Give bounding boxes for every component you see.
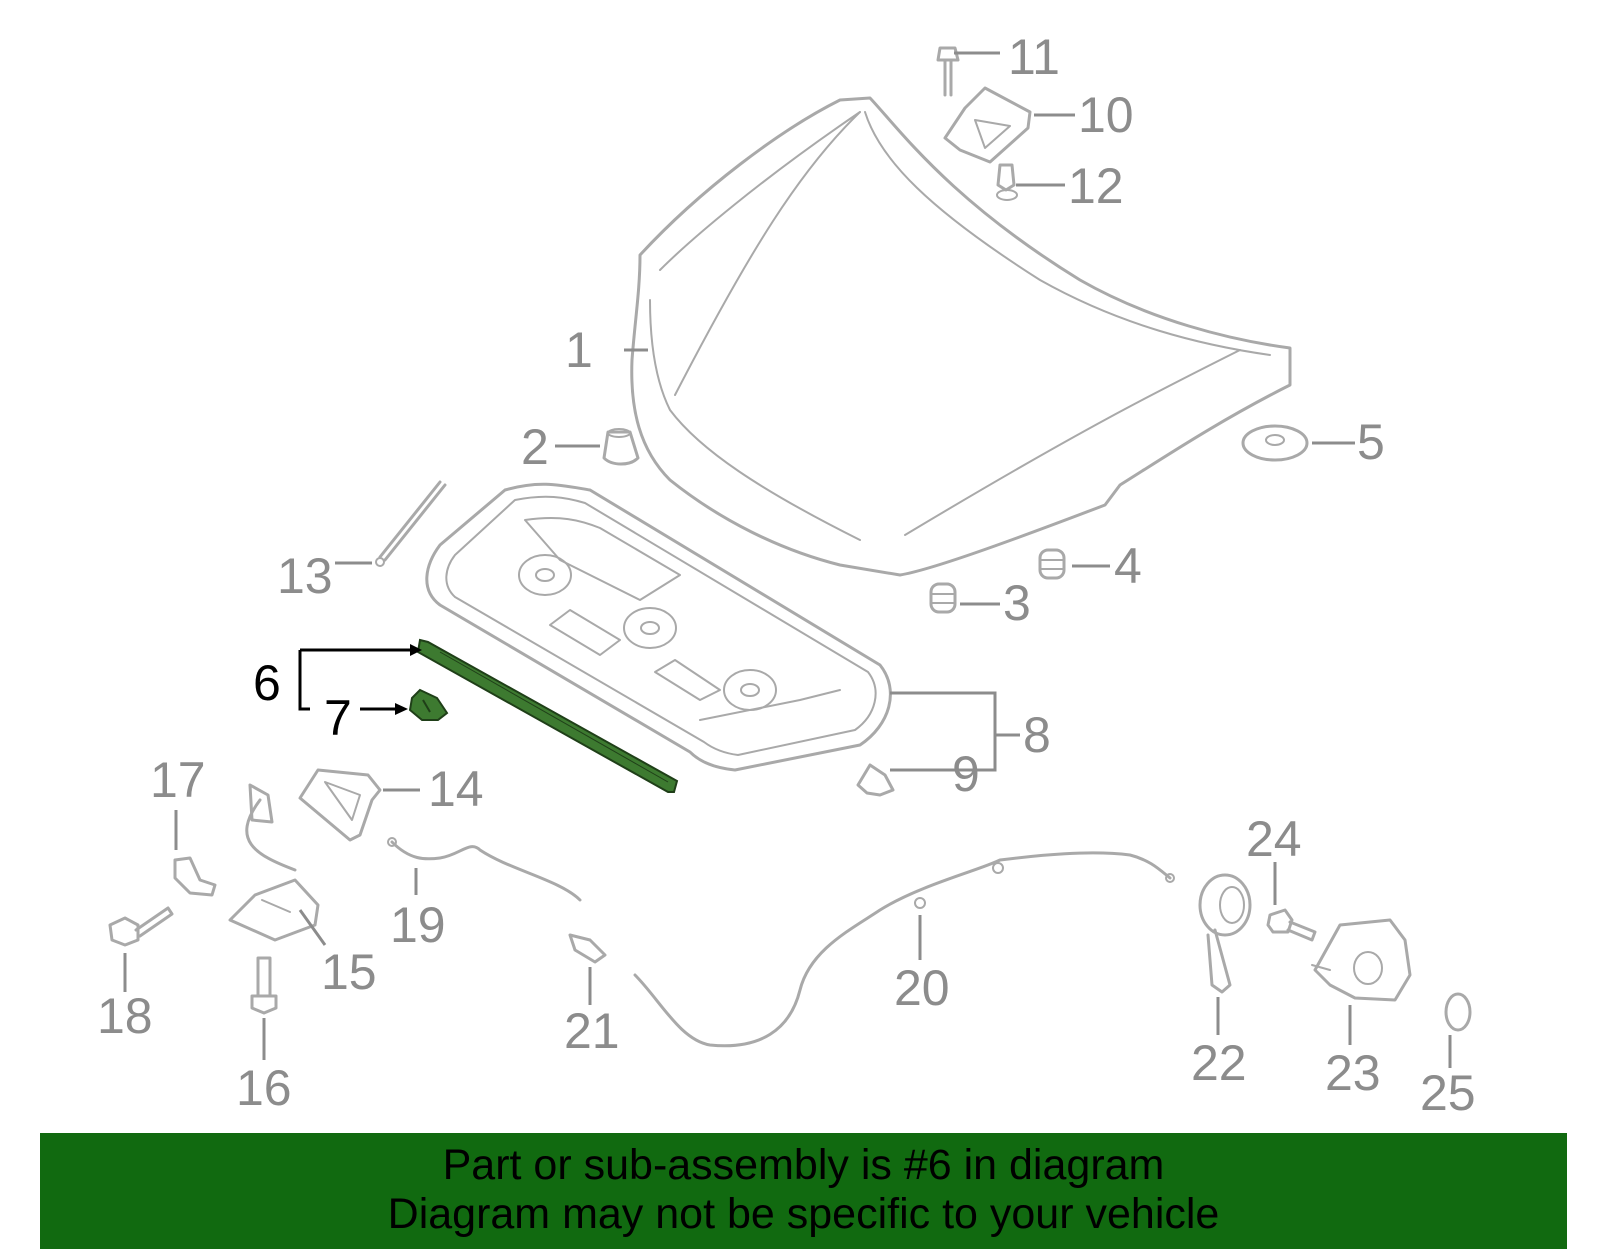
- callout-19[interactable]: 19: [390, 897, 446, 953]
- cushion-part-4[interactable]: [1038, 548, 1066, 580]
- callout-6[interactable]: 6: [253, 655, 281, 711]
- clip-part-9[interactable]: [856, 763, 895, 797]
- oring-part-25[interactable]: [1444, 992, 1472, 1032]
- insulator-part-8[interactable]: [425, 482, 892, 772]
- callout-5[interactable]: 5: [1357, 414, 1385, 470]
- latch-part-23[interactable]: [1311, 918, 1412, 1002]
- callout-4[interactable]: 4: [1114, 538, 1142, 594]
- callout-11[interactable]: 11: [1008, 29, 1060, 85]
- banner-line-1: Part or sub-assembly is #6 in diagram: [442, 1141, 1165, 1189]
- info-banner: Part or sub-assembly is #6 in diagram Di…: [40, 1133, 1567, 1249]
- bolt-part-12[interactable]: [996, 163, 1018, 201]
- bumper-stop-part-2[interactable]: [602, 428, 640, 466]
- callout-15[interactable]: 15: [321, 944, 377, 1000]
- callout-7[interactable]: 7: [324, 690, 352, 746]
- callout-8[interactable]: 8: [1023, 707, 1051, 763]
- callout-12[interactable]: 12: [1068, 158, 1124, 214]
- bolt-part-18[interactable]: [108, 906, 174, 947]
- leader-lines: [123, 51, 1452, 1068]
- callout-25[interactable]: 25: [1420, 1065, 1476, 1121]
- cable-part-20[interactable]: [633, 851, 1175, 1048]
- callout-22[interactable]: 22: [1191, 1035, 1247, 1091]
- callout-9[interactable]: 9: [952, 746, 980, 802]
- bracket-part-10[interactable]: [943, 86, 1032, 164]
- clip-part-21[interactable]: [568, 933, 607, 964]
- callout-13[interactable]: 13: [277, 548, 333, 604]
- callout-20[interactable]: 20: [894, 960, 950, 1016]
- callout-1[interactable]: 1: [565, 322, 593, 378]
- clip-part-7[interactable]: [408, 688, 449, 721]
- handle-part-22[interactable]: [1198, 873, 1252, 994]
- callout-2[interactable]: 2: [521, 419, 549, 475]
- bracket-part-17[interactable]: [173, 856, 217, 897]
- leader-lines-highlight: [298, 644, 422, 715]
- bolt-part-11[interactable]: [936, 46, 960, 97]
- latch-bracket-part-14[interactable]: [298, 768, 382, 842]
- callout-21[interactable]: 21: [564, 1003, 620, 1059]
- callout-14[interactable]: 14: [428, 761, 484, 817]
- callout-23-24-alt[interactable]: 24: [1246, 811, 1302, 867]
- callout-18[interactable]: 18: [97, 988, 153, 1044]
- callout-10[interactable]: 10: [1078, 87, 1134, 143]
- callout-23[interactable]: 23: [1325, 1045, 1381, 1101]
- bolt-part-16[interactable]: [250, 956, 278, 1015]
- callout-3[interactable]: 3: [1003, 575, 1031, 631]
- cable-part-19[interactable]: [387, 837, 582, 902]
- hood-part-1[interactable]: [630, 96, 1292, 577]
- bolt-part-24[interactable]: [1266, 908, 1317, 942]
- seal-part-5[interactable]: [1241, 424, 1309, 462]
- latch-part-15[interactable]: [228, 783, 320, 942]
- strut-part-13[interactable]: [375, 480, 447, 567]
- banner-line-2: Diagram may not be specific to your vehi…: [387, 1190, 1220, 1238]
- callout-16[interactable]: 16: [236, 1060, 292, 1116]
- cushion-part-3[interactable]: [929, 582, 957, 614]
- callout-17[interactable]: 17: [150, 752, 206, 808]
